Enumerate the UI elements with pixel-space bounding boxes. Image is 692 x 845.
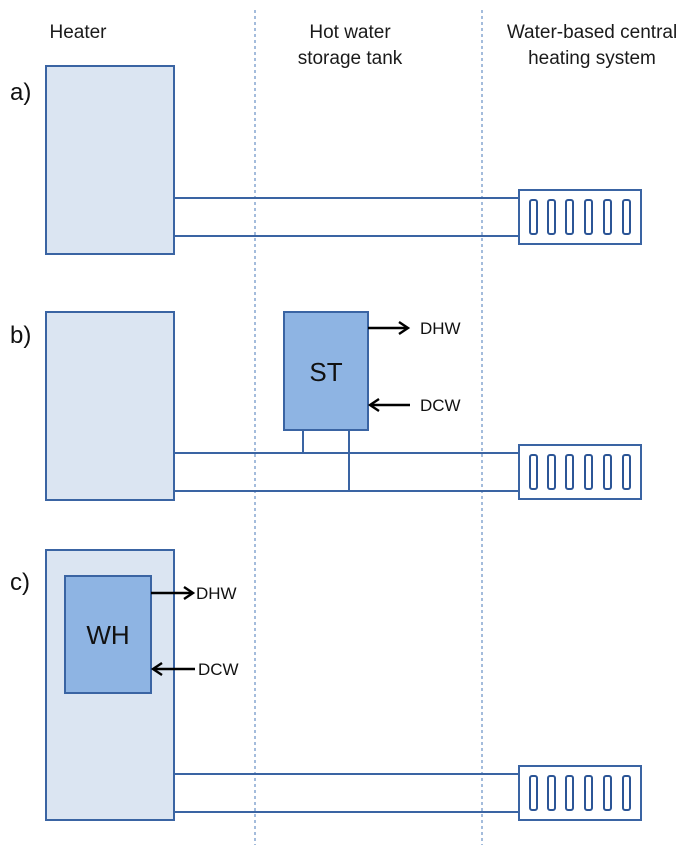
- row-label-c: c): [10, 569, 30, 596]
- row-a: a): [10, 65, 642, 255]
- column-heading-heater: Heater: [49, 22, 107, 43]
- water-heater-box: [64, 575, 152, 694]
- row-label-a: a): [10, 79, 31, 106]
- arrow-icon: [150, 662, 195, 676]
- radiator-icon: [518, 444, 642, 500]
- dcw-label-b: DCW: [420, 396, 461, 415]
- storage-tank-box: [283, 311, 369, 431]
- dcw-label-c: DCW: [198, 660, 239, 679]
- dhw-label-c: DHW: [196, 584, 237, 603]
- radiator-icon: [518, 765, 642, 821]
- radiator-icon: [518, 189, 642, 245]
- arrow-icon: [368, 321, 411, 335]
- heater-box-b: [45, 311, 175, 501]
- column-heading-central-line2: heating system: [528, 48, 656, 69]
- column-heading-tank-line1: Hot water: [309, 22, 391, 43]
- row-label-b: b): [10, 322, 31, 349]
- column-heading-central-line1: Water-based central: [507, 22, 677, 43]
- column-heading-tank-line2: storage tank: [298, 48, 403, 69]
- row-c: c) WH DHW DCW: [10, 549, 642, 821]
- dhw-label-b: DHW: [420, 319, 461, 338]
- arrow-icon: [367, 398, 410, 412]
- water-heater-label: WH: [86, 620, 129, 650]
- arrow-icon: [151, 586, 196, 600]
- row-b: b) ST DHW DCW: [10, 311, 642, 501]
- heater-box-a: [45, 65, 175, 255]
- storage-tank-label: ST: [309, 357, 342, 387]
